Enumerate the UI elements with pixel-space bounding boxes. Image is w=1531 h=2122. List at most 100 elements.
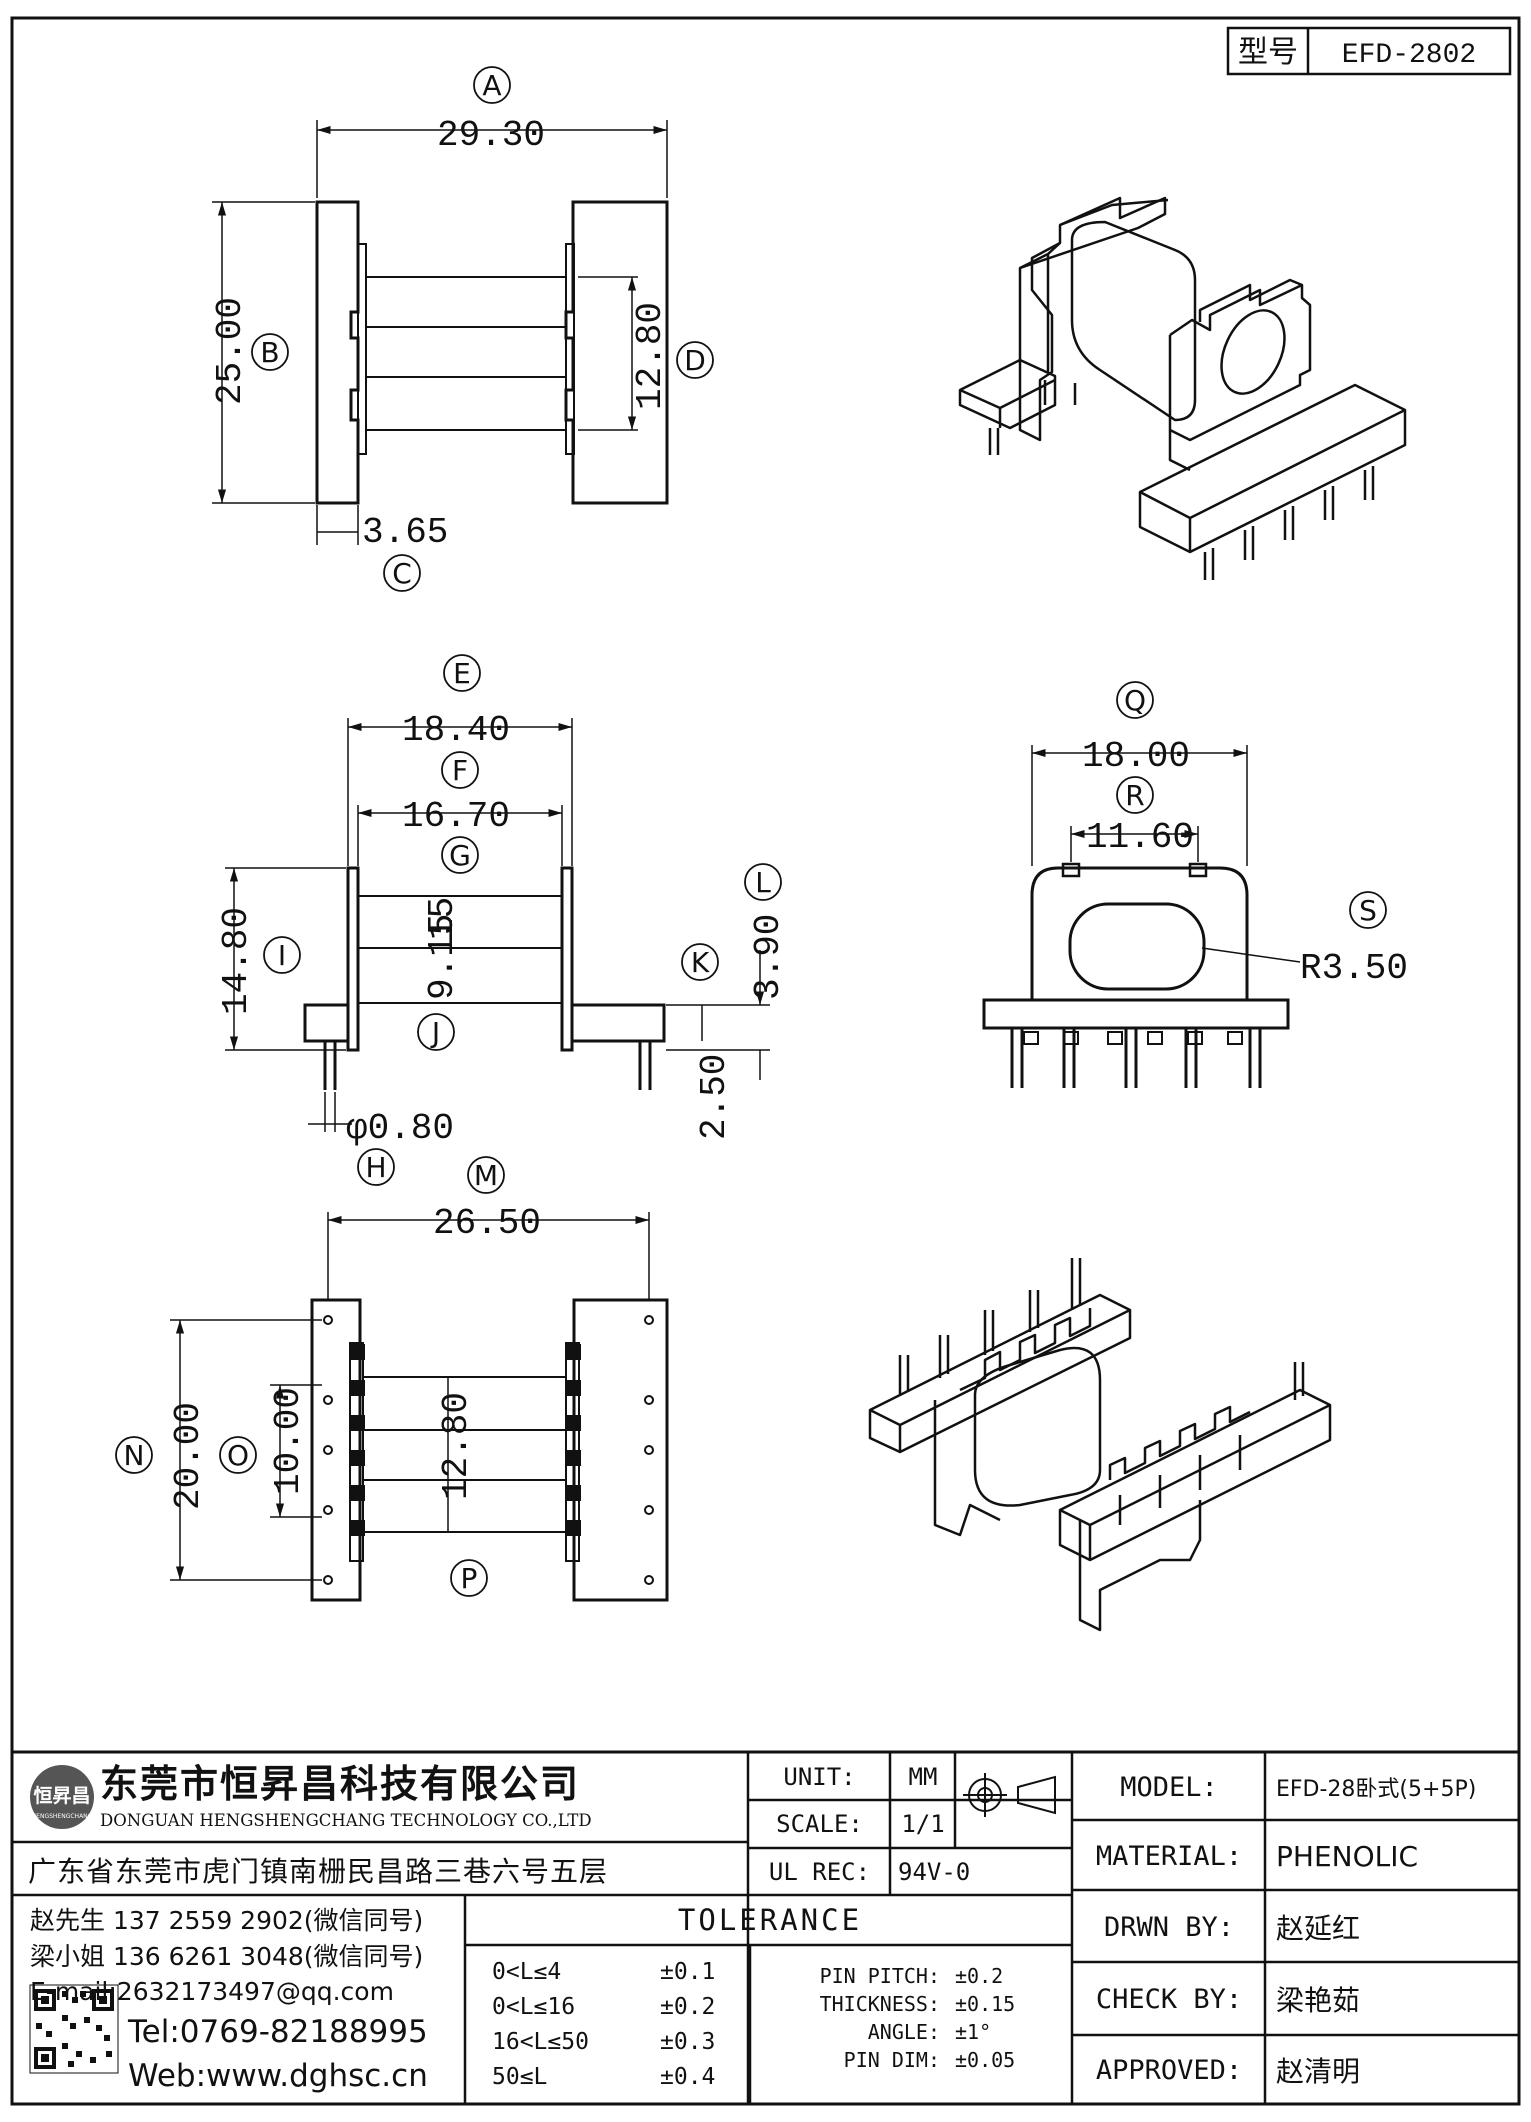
approved-value: 赵清明 xyxy=(1276,2055,1361,2088)
contact-web: Web:www.dghsc.cn xyxy=(128,2058,428,2094)
scale-value: 1/1 xyxy=(901,1810,945,1838)
dim-K: 2.50 xyxy=(694,1054,735,1140)
qr-code-icon xyxy=(29,1984,119,2074)
tol-spec-value-3: ±1° xyxy=(955,2020,992,2044)
material-label: MATERIAL: xyxy=(1095,1840,1243,1872)
dim-L: 3.90 xyxy=(748,914,789,1000)
isometric-view-2 xyxy=(868,1258,1332,1632)
svg-text:HENGSHENGCHANG: HENGSHENGCHANG xyxy=(32,1813,93,1820)
tol-spec-name-1: PIN PITCH: xyxy=(819,1964,940,1988)
tol-spec-value-1: ±0.2 xyxy=(955,1964,1004,1988)
tol-value-2: ±0.2 xyxy=(660,1994,716,2020)
dim-S: R3.50 xyxy=(1300,948,1408,989)
tol-range-2: 0<L≤16 xyxy=(492,1994,576,2020)
ref-L: L xyxy=(744,863,782,901)
ref-letter: J xyxy=(430,1016,440,1049)
ref-letter: M xyxy=(474,1159,498,1192)
ref-letter: K xyxy=(691,946,710,979)
tol-range-1: 0<L≤4 xyxy=(492,1959,562,1985)
company-logo: 恒昇昌 HENGSHENGCHANG xyxy=(30,1765,94,1829)
dim-P: 12.80 xyxy=(436,1392,477,1500)
reference-letters: A B C D E F G H I J K L M N O P Q R S xyxy=(115,66,1387,1597)
dim-O: 10.00 xyxy=(268,1387,309,1495)
contact-zhao: 赵先生 137 2559 2902(微信同号) xyxy=(30,1906,424,1935)
company-name-cn: 东莞市恒昇昌科技有限公司 xyxy=(100,1761,581,1806)
contact-tel: Tel:0769-82188995 xyxy=(128,2014,428,2050)
drawn-by-value: 赵延红 xyxy=(1276,1912,1361,1945)
dim-M: 26.50 xyxy=(433,1203,541,1244)
ref-letter: L xyxy=(755,866,771,899)
ref-R: R xyxy=(1116,776,1154,814)
ref-C: C xyxy=(383,554,421,592)
dim-F: 16.70 xyxy=(402,796,510,837)
dim-Q: 18.00 xyxy=(1082,736,1190,777)
part-number-box: 型号 EFD-2802 xyxy=(1226,26,1512,76)
dim-J: 9.15 xyxy=(422,914,463,1000)
ref-letter: R xyxy=(1125,779,1144,812)
check-by-label: CHECK BY: xyxy=(1095,1983,1243,2015)
ul-rec-value: 94V-0 xyxy=(898,1858,971,1886)
dim-I: 14.80 xyxy=(216,907,257,1015)
dim-H: φ0.80 xyxy=(346,1108,454,1149)
isometric-view-1 xyxy=(958,196,1407,580)
ref-I: I xyxy=(263,936,301,974)
ref-M: M xyxy=(467,1156,505,1194)
ref-D: D xyxy=(676,341,714,379)
dim-R: 11.60 xyxy=(1086,817,1194,858)
ref-letter: I xyxy=(278,939,286,972)
top-view xyxy=(212,120,669,545)
contact-email: E-mail:2632173497@qq.com xyxy=(30,1976,394,2006)
dim-A: 29.30 xyxy=(437,115,545,156)
title-block-grid xyxy=(12,1750,1519,2104)
ref-letter: H xyxy=(365,1151,386,1184)
ref-P: P xyxy=(450,1559,488,1597)
ref-letter: Q xyxy=(1124,684,1146,717)
ref-letter: C xyxy=(392,557,412,590)
ref-K: K xyxy=(681,943,719,981)
tol-value-3: ±0.3 xyxy=(660,2029,716,2055)
material-value: PHENOLIC xyxy=(1276,1839,1419,1873)
ref-letter: F xyxy=(452,754,468,787)
ref-A: A xyxy=(473,66,511,104)
ref-letter: A xyxy=(482,69,501,102)
tol-value-1: ±0.1 xyxy=(660,1959,716,1985)
approved-label: APPROVED: xyxy=(1095,2054,1243,2086)
tol-spec-name-4: PIN DIM: xyxy=(843,2048,940,2072)
ref-letter: D xyxy=(684,344,706,377)
ul-rec-label: UL REC: xyxy=(768,1858,871,1886)
scale-label: SCALE: xyxy=(776,1810,863,1838)
dim-G: 15 xyxy=(422,897,463,940)
tol-value-4: ±0.4 xyxy=(660,2064,716,2090)
ref-O: O xyxy=(219,1436,257,1474)
tol-range-3: 16<L≤50 xyxy=(492,2029,589,2055)
dim-D: 12.80 xyxy=(630,302,671,410)
ref-B: B xyxy=(251,333,289,371)
part-number: EFD-2802 xyxy=(1342,40,1476,71)
ref-S: S xyxy=(1349,891,1387,929)
ref-F: F xyxy=(441,751,479,789)
model-value: EFD-28卧式(5+5P) xyxy=(1276,1777,1477,1802)
ref-G: G xyxy=(441,836,479,874)
ref-letter: P xyxy=(461,1562,478,1595)
company-address: 广东省东莞市虎门镇南栅民昌路三巷六号五层 xyxy=(28,1855,609,1888)
company-name-en: DONGUAN HENGSHENGCHANG TECHNOLOGY CO.,LT… xyxy=(100,1810,592,1830)
drawn-by-label: DRWN BY: xyxy=(1103,1911,1235,1943)
unit-value: MM xyxy=(908,1763,938,1791)
ref-J: J xyxy=(417,1013,455,1051)
side-view xyxy=(982,745,1301,1088)
check-by-value: 梁艳茹 xyxy=(1276,1984,1361,2017)
tol-spec-name-2: THICKNESS: xyxy=(819,1992,940,2016)
svg-text:恒昇昌: 恒昇昌 xyxy=(33,1785,90,1807)
projection-symbol-icon xyxy=(963,1773,1056,1817)
part-label: 型号 xyxy=(1238,35,1298,70)
bottom-view xyxy=(170,1212,669,1602)
ref-letter: G xyxy=(449,839,471,872)
ref-H: H xyxy=(357,1148,395,1186)
dim-E: 18.40 xyxy=(402,710,510,751)
ref-letter: N xyxy=(124,1439,145,1472)
dim-N: 20.00 xyxy=(168,1402,209,1510)
drawing-border xyxy=(10,16,1521,2106)
dimension-labels: 29.30 25.00 3.65 12.80 18.40 16.70 15 14… xyxy=(168,115,1408,1510)
ref-Q: Q xyxy=(1116,681,1154,719)
